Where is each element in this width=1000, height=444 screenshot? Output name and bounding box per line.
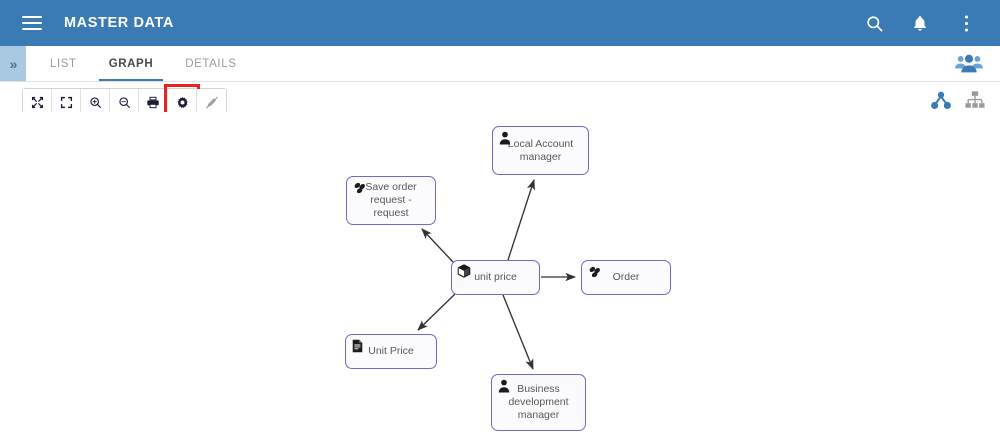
person-icon — [498, 379, 513, 394]
graph-node-label: Save order request - request — [365, 181, 417, 219]
fit-to-screen-button[interactable] — [23, 89, 52, 116]
graph-canvas[interactable]: Local Account manager Save order request… — [0, 112, 1000, 444]
app-header-actions — [862, 11, 978, 35]
hamburger-menu-icon[interactable] — [22, 16, 42, 30]
graph-node-unit-price-document[interactable]: Unit Price — [345, 334, 437, 369]
edge-unit-price-to-save-order-request — [421, 228, 454, 263]
hamburger-line — [22, 28, 42, 30]
edge-unit-price-to-local-account-manager — [507, 178, 535, 261]
graph-mode-switcher — [930, 90, 986, 110]
document-icon — [352, 339, 367, 354]
tab-bar-actions — [954, 46, 984, 81]
tab-details-view[interactable]: DETAILS — [185, 57, 237, 70]
person-icon — [499, 131, 514, 146]
org-chart-icon[interactable] — [964, 90, 986, 110]
print-button[interactable] — [139, 89, 168, 116]
notifications-bell-icon[interactable] — [908, 11, 932, 35]
graph-node-label: unit price — [474, 271, 517, 283]
tab-bar: » LIST GRAPH DETAILS — [0, 46, 1000, 82]
chain-links-icon — [353, 181, 368, 196]
cube-box-icon — [457, 264, 472, 279]
app-title: MASTER DATA — [64, 15, 174, 31]
network-nodes-icon[interactable] — [930, 90, 952, 110]
graph-node-save-order-request[interactable]: Save order request - request — [346, 176, 436, 225]
chain-links-icon — [588, 265, 603, 280]
hamburger-line — [22, 16, 42, 18]
tab-graph-view[interactable]: GRAPH — [93, 46, 170, 81]
pen-crossed-out-icon-button[interactable] — [197, 89, 226, 116]
graph-node-label: Unit Price — [368, 345, 414, 357]
graph-node-label: Order — [612, 271, 640, 283]
tab-list: LIST GRAPH DETAILS — [34, 46, 253, 81]
zoom-out-button[interactable] — [110, 89, 139, 116]
app-header-bar: MASTER DATA — [0, 0, 1000, 46]
zoom-in-button[interactable] — [81, 89, 110, 116]
expand-sidebar-button[interactable]: » — [0, 46, 26, 81]
fullscreen-button[interactable] — [52, 89, 81, 116]
overflow-menu-icon[interactable] — [954, 11, 978, 35]
edge-unit-price-to-unit-price-document — [417, 293, 456, 331]
tab-list-view[interactable]: LIST — [50, 57, 77, 70]
graph-node-label: Business development manager — [508, 383, 569, 421]
hamburger-line — [22, 22, 42, 24]
graph-node-order[interactable]: Order — [581, 260, 671, 295]
graph-node-label: Local Account manager — [507, 137, 574, 163]
search-icon[interactable] — [862, 11, 886, 35]
graph-node-business-development-manager[interactable]: Business development manager — [491, 374, 586, 431]
graph-node-unit-price-center[interactable]: unit price — [451, 260, 540, 295]
users-group-icon[interactable] — [954, 53, 984, 75]
edge-unit-price-to-business-development-manager — [502, 294, 534, 371]
graph-edges-layer — [417, 178, 577, 371]
graph-node-local-account-manager[interactable]: Local Account manager — [492, 126, 589, 175]
